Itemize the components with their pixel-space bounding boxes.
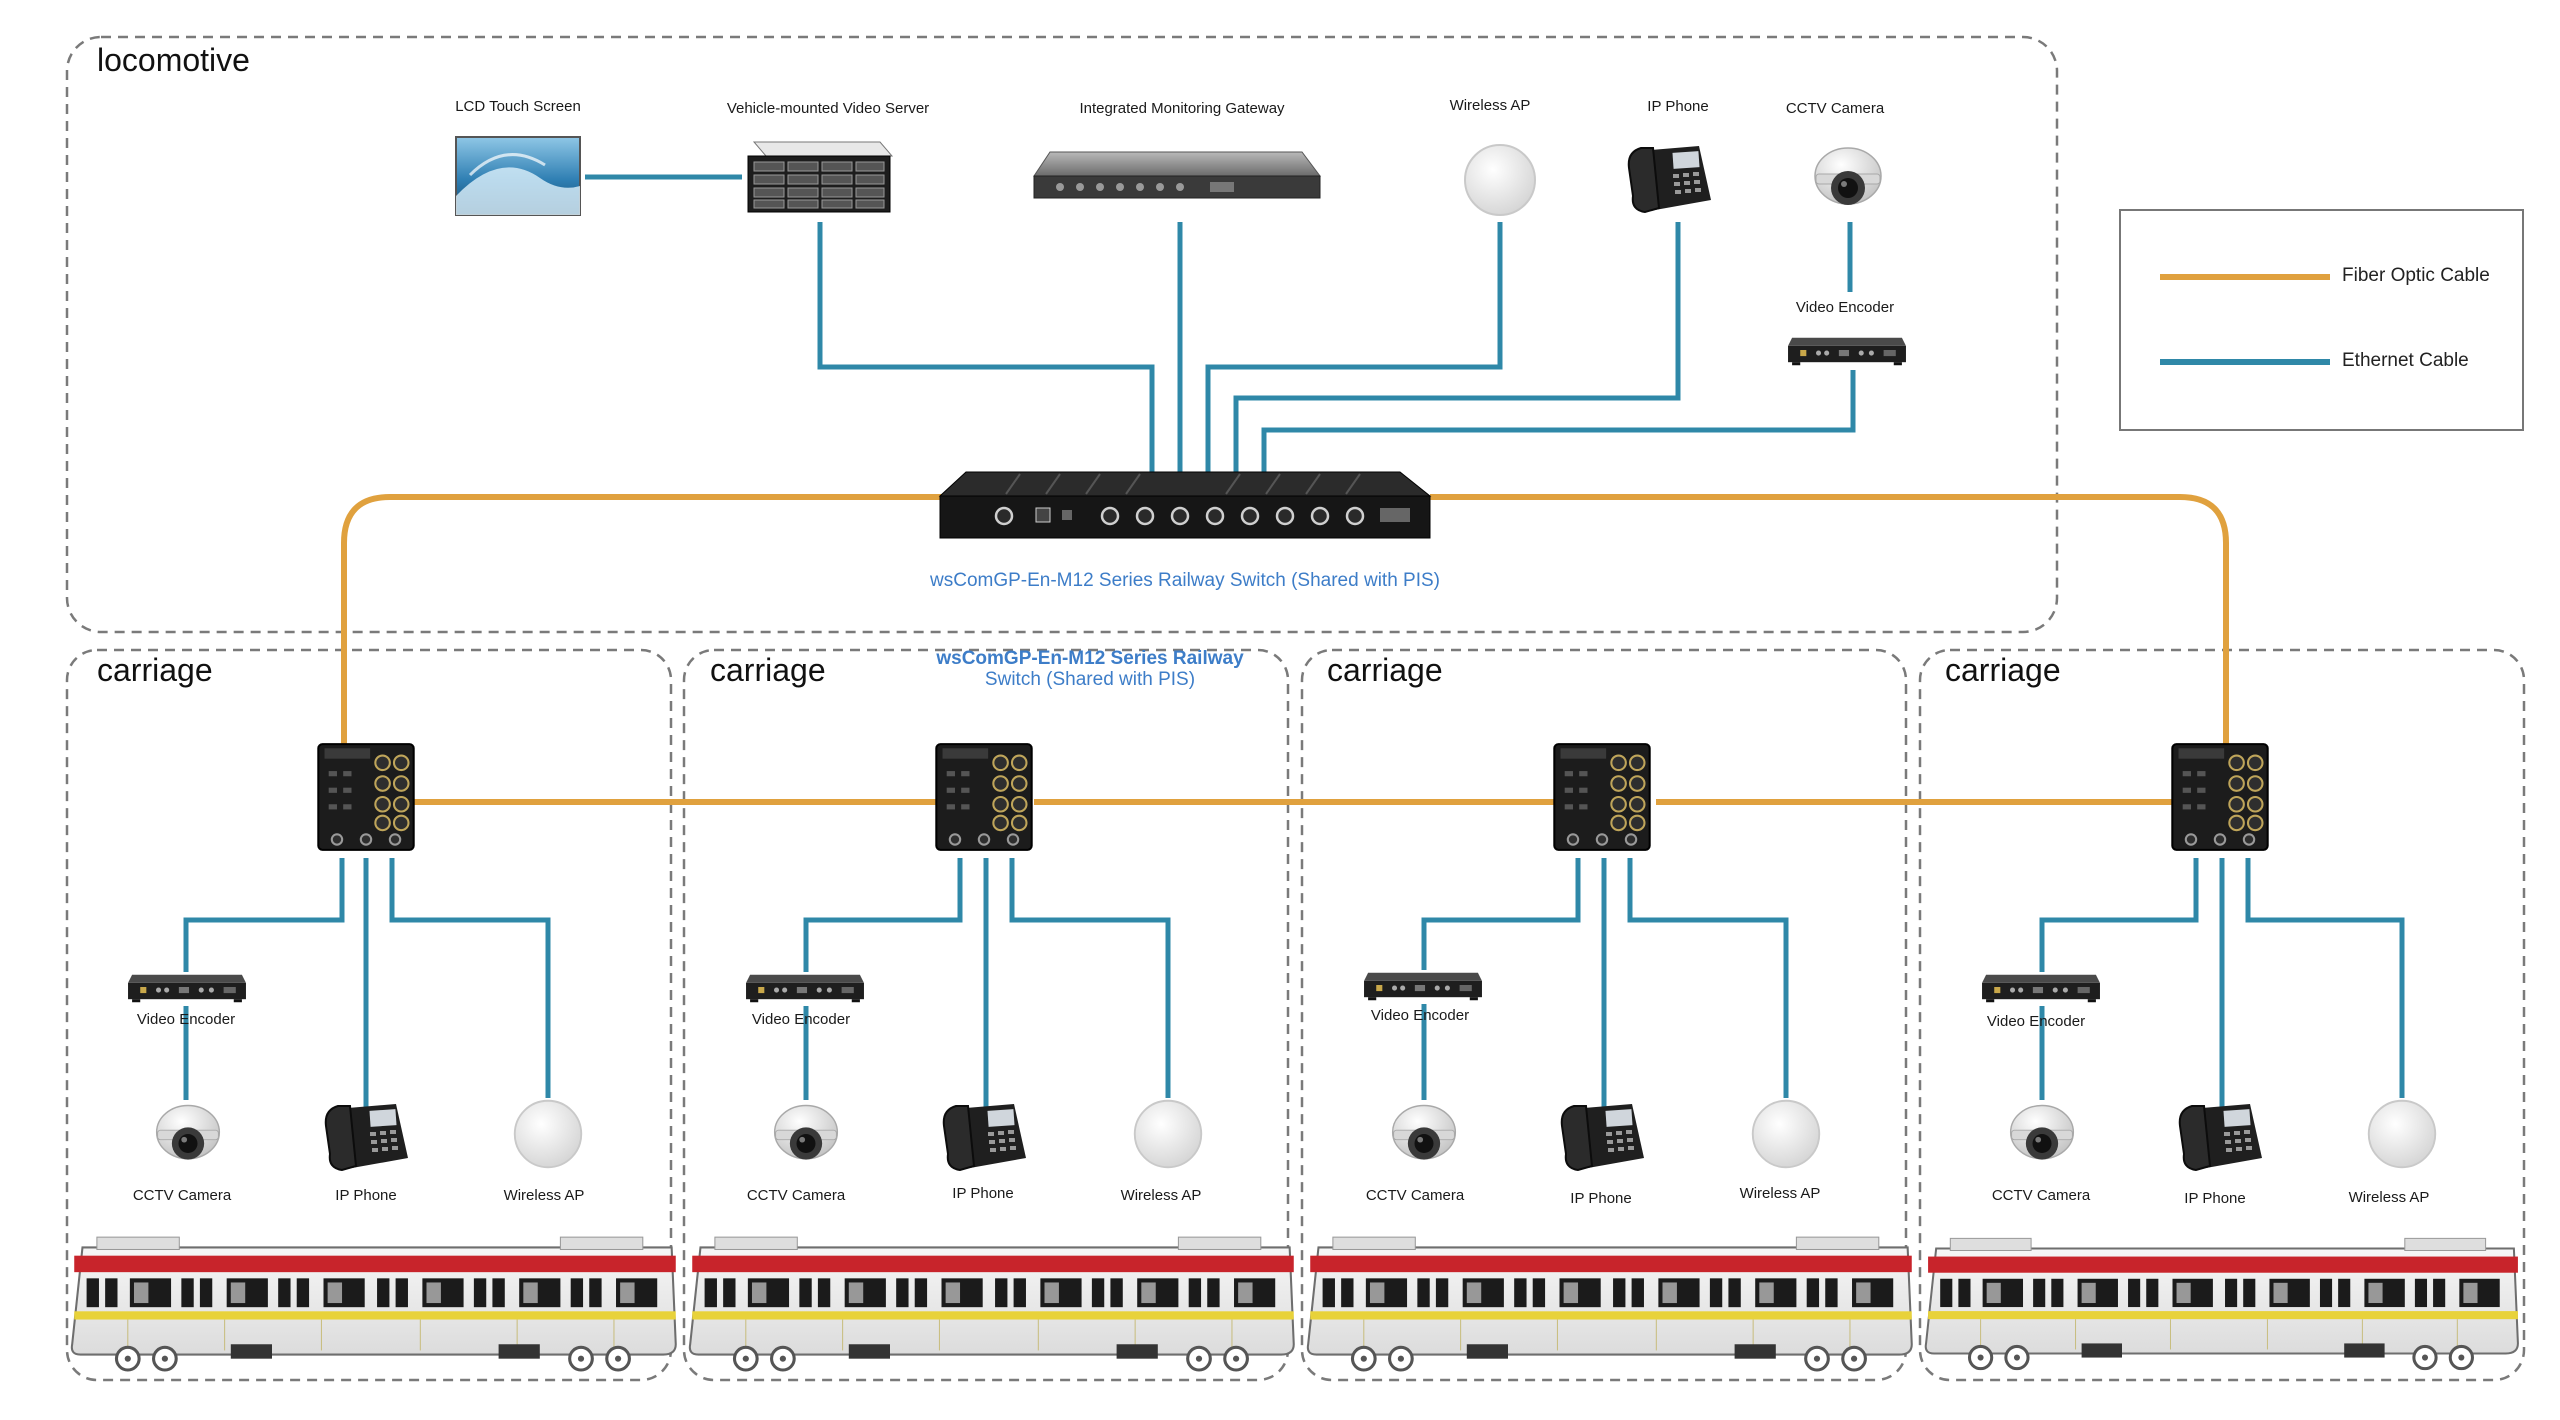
carriage-zone-2 bbox=[682, 648, 1290, 1382]
wireless-ap-carriage-2 bbox=[1133, 1099, 1203, 1169]
train-car-4 bbox=[1924, 1236, 2520, 1371]
ip-phone-label-c4: IP Phone bbox=[2184, 1190, 2246, 1207]
cctv-label-c2: CCTV Camera bbox=[746, 1187, 846, 1204]
carriage-title-4: carriage bbox=[1945, 652, 2061, 688]
video-server bbox=[747, 141, 894, 213]
train-car-1 bbox=[70, 1235, 678, 1372]
ip-phone-carriage-3 bbox=[1560, 1103, 1645, 1171]
carriage-zone-1 bbox=[65, 648, 673, 1382]
video-encoder-label-c1: Video Encoder bbox=[136, 1011, 236, 1028]
gateway-label: Integrated Monitoring Gateway bbox=[1079, 100, 1285, 117]
cable-encoder-switch bbox=[1261, 370, 1856, 478]
carriage-title-2: carriage bbox=[710, 652, 826, 688]
cctv-label-c1: CCTV Camera bbox=[132, 1187, 232, 1204]
fiber-cable-right bbox=[1430, 494, 2229, 752]
video-encoder-label-locomotive: Video Encoder bbox=[1795, 299, 1895, 316]
video-encoder-label-c3: Video Encoder bbox=[1370, 1007, 1470, 1024]
carriage-zone-3 bbox=[1300, 648, 1908, 1382]
legend-box bbox=[2119, 209, 2524, 431]
lcd-label: LCD Touch Screen bbox=[455, 98, 581, 115]
ethernet-cables-locomotive bbox=[585, 174, 1856, 478]
carriage-switch-label-line2: Switch (Shared with PIS) bbox=[984, 669, 1196, 690]
ip-phone-carriage-4 bbox=[2178, 1103, 2263, 1171]
locomotive-title: locomotive bbox=[97, 42, 250, 78]
ip-phone-label-c1: IP Phone bbox=[335, 1187, 397, 1204]
wireless-ap-label-c1: Wireless AP bbox=[503, 1187, 585, 1204]
carriage-switch-label-line1: wsComGP-En-M12 Series Railway bbox=[936, 648, 1244, 669]
carriage-title-3: carriage bbox=[1327, 652, 1443, 688]
ip-phone-carriage-2 bbox=[942, 1103, 1027, 1171]
legend-fiber-label: Fiber Optic Cable bbox=[2342, 265, 2490, 286]
locomotive-zone bbox=[65, 35, 2059, 634]
ip-phone-label-c2: IP Phone bbox=[952, 1185, 1014, 1202]
video-encoder-locomotive bbox=[1788, 337, 1906, 366]
cctv-camera-carriage-4 bbox=[2009, 1104, 2075, 1161]
ip-phone-label-locomotive: IP Phone bbox=[1647, 98, 1709, 115]
fiber-cable-left bbox=[341, 494, 958, 752]
wireless-ap-carriage-3 bbox=[1751, 1099, 1821, 1169]
train-car-2 bbox=[688, 1235, 1296, 1372]
monitoring-gateway bbox=[1033, 151, 1321, 199]
video-encoder-carriage-4 bbox=[1982, 974, 2100, 1003]
video-encoder-carriage-3 bbox=[1364, 972, 1482, 1001]
video-encoder-label-c4: Video Encoder bbox=[1986, 1013, 2086, 1030]
carriage-switch-label: wsComGP-En-M12 Series Railway Switch (Sh… bbox=[936, 648, 1243, 690]
lcd-touch-screen bbox=[455, 136, 581, 216]
cctv-camera-carriage-3 bbox=[1391, 1104, 1457, 1161]
wireless-ap-carriage-1 bbox=[513, 1099, 583, 1169]
wireless-ap-label-locomotive: Wireless AP bbox=[1449, 97, 1531, 114]
cable-server-switch bbox=[817, 222, 1155, 478]
cctv-camera-carriage-2 bbox=[773, 1104, 839, 1161]
video-server-label: Vehicle-mounted Video Server bbox=[726, 100, 930, 117]
video-encoder-carriage-1 bbox=[128, 974, 246, 1003]
ip-phone-carriage-1 bbox=[324, 1103, 409, 1171]
wireless-ap-locomotive bbox=[1464, 144, 1536, 216]
train-car-3 bbox=[1306, 1235, 1914, 1372]
cctv-label-locomotive: CCTV Camera bbox=[1785, 100, 1885, 117]
video-encoder-carriage-2 bbox=[746, 974, 864, 1003]
legend-ethernet-label: Ethernet Cable bbox=[2342, 350, 2469, 371]
cable-ap-switch bbox=[1205, 222, 1503, 478]
carriage-switch-4 bbox=[2171, 743, 2269, 851]
carriage-switch-3 bbox=[1553, 743, 1651, 851]
cctv-label-c4: CCTV Camera bbox=[1991, 1187, 2091, 1204]
wireless-ap-label-c2: Wireless AP bbox=[1120, 1187, 1202, 1204]
cctv-label-c3: CCTV Camera bbox=[1365, 1187, 1465, 1204]
video-encoder-label-c2: Video Encoder bbox=[751, 1011, 851, 1028]
fiber-cables bbox=[341, 494, 2229, 805]
cctv-camera-carriage-1 bbox=[155, 1104, 221, 1161]
ip-phone-label-c3: IP Phone bbox=[1570, 1190, 1632, 1207]
main-railway-switch bbox=[938, 471, 1432, 539]
cable-phone-switch bbox=[1233, 222, 1681, 478]
wireless-ap-label-c4: Wireless AP bbox=[2348, 1189, 2430, 1206]
ethernet-cables-carriages bbox=[183, 858, 2405, 1110]
cctv-camera-locomotive bbox=[1814, 147, 1882, 206]
carriage-switch-1 bbox=[317, 743, 415, 851]
wireless-ap-label-c3: Wireless AP bbox=[1739, 1185, 1821, 1202]
wireless-ap-carriage-4 bbox=[2367, 1099, 2437, 1169]
carriage-switch-2 bbox=[935, 743, 1033, 851]
carriage-title-1: carriage bbox=[97, 652, 213, 688]
ip-phone-locomotive bbox=[1627, 145, 1712, 213]
carriage-zone-4 bbox=[1918, 648, 2526, 1382]
main-switch-label: wsComGP-En-M12 Series Railway Switch (Sh… bbox=[930, 570, 1440, 591]
